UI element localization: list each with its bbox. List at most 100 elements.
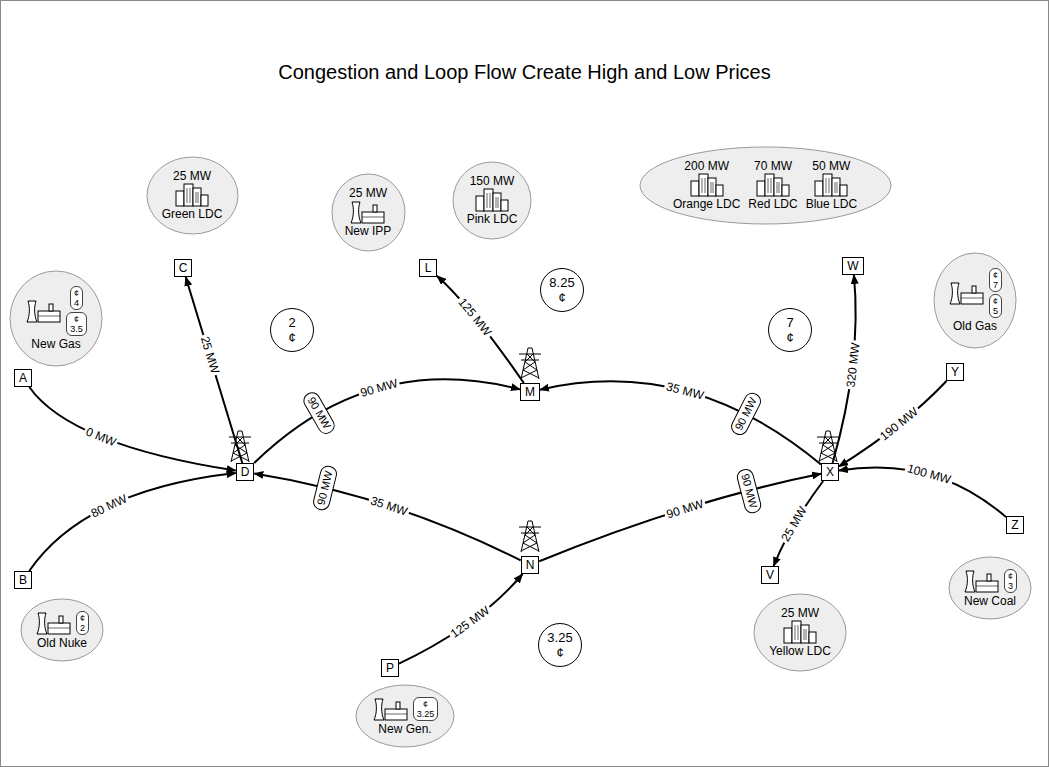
load-mw: 200 MW (684, 159, 729, 173)
window-lines (826, 178, 837, 193)
bus-letter: N (521, 556, 540, 574)
ldc-name: Orange LDC (673, 197, 740, 211)
group-ellipse: ¢ 3.25New Gen. (355, 684, 455, 748)
load-mw: 25 MW (781, 606, 819, 620)
price-circle: 8.25 ¢ (540, 268, 584, 312)
building (193, 188, 201, 206)
node-content: N (526, 558, 535, 572)
bus-letter-text: A (19, 371, 27, 385)
coin-stack: ¢ 7¢ 5 (989, 267, 1002, 319)
node-content: W (847, 259, 858, 273)
diagram-title: Congestion and Loop Flow Create High and… (0, 60, 1049, 84)
node-content: X (826, 465, 834, 479)
flow-label: 0 MW (82, 424, 120, 450)
plant-row: ¢ 3 (963, 568, 1017, 594)
group-ellipse: 25 MW Yellow LDC (753, 593, 847, 672)
city-icon (812, 173, 850, 197)
flow-label: 35 MW (663, 379, 707, 403)
plant-name: Old Nuke (37, 636, 87, 650)
window-lines (702, 178, 713, 193)
plant-icon (963, 569, 1001, 593)
ldc-name: Yellow LDC (769, 644, 831, 658)
plant-icon (25, 299, 63, 323)
building (823, 174, 832, 196)
building (757, 181, 765, 196)
bus-letter-text: B (19, 573, 27, 587)
cooling-tower (374, 699, 384, 720)
coin-stack: ¢ 4 ¢ 3.5 (66, 285, 87, 337)
node-content: 150 MWPink LDC (467, 174, 518, 226)
transmission-line (437, 276, 524, 383)
plant-name: Old Gas (953, 319, 997, 333)
building (801, 625, 809, 643)
group-ellipse: ¢ 7¢ 5Old Gas (933, 252, 1017, 349)
bus-letter: X (821, 463, 839, 481)
node-content: Y (951, 365, 959, 379)
flowgate-limit: 90 MW (311, 464, 338, 512)
transmission-line (539, 474, 821, 561)
plant-icon (372, 697, 410, 721)
plant-detail (385, 714, 407, 715)
flow-label: 35 MW (367, 493, 411, 519)
plant-icon (948, 281, 986, 305)
ellipse-shape (453, 162, 531, 239)
price-coin: ¢ 7 (989, 268, 1002, 292)
price-value: 8.25 ¢ (549, 275, 574, 305)
plant-hall (48, 623, 70, 634)
bus-letter: V (761, 566, 779, 584)
building (691, 181, 699, 196)
bus-letter: B (14, 571, 32, 589)
ellipse-shape (332, 174, 405, 251)
flow-label: 25 MW (778, 503, 811, 546)
group-ellipse: 25 MWGreen LDC (146, 156, 239, 235)
plant-name: New Coal (964, 594, 1016, 608)
group-ellipse: 25 MWNew IPP (331, 173, 406, 252)
node-content: 25 MWGreen LDC (162, 169, 223, 221)
building (815, 181, 823, 196)
cooling-tower (965, 571, 975, 592)
coin-stack: ¢ 3.25 (413, 696, 439, 722)
price-circle: 2 ¢ (270, 308, 314, 352)
price-coin: ¢ 4 (70, 286, 83, 310)
flowgate-limit: 90 MW (728, 391, 763, 439)
plant-icon (349, 200, 387, 224)
price-coin: ¢ 3 (1004, 569, 1017, 593)
price-coin: ¢ 2 (76, 611, 89, 635)
plant-hall (976, 581, 998, 592)
price-circle: 7 ¢ (768, 308, 812, 352)
ellipse-shape (934, 253, 1016, 348)
transmission-line (29, 473, 236, 571)
price-value: 7 ¢ (786, 315, 793, 345)
transmission-tower (519, 348, 541, 379)
bus-letter: D (236, 463, 255, 481)
price-value: 2 ¢ (288, 315, 295, 345)
node-content: ¢ 4¢ 3.5New Gas (25, 285, 87, 351)
flow-label: 125 MW (447, 602, 495, 642)
node-content: 25 MWNew IPP (345, 186, 392, 238)
building (784, 628, 792, 643)
building (476, 196, 484, 211)
ldc-name: Red LDC (748, 197, 797, 211)
plant-hall (961, 293, 983, 304)
ellipse-shape (640, 147, 891, 224)
node-content: 8.25 ¢ (549, 275, 574, 305)
coin-stack: ¢ 3 (1004, 568, 1017, 594)
transmission-line (254, 474, 520, 561)
group-ellipse: 200 MWOrange LDC70 MWRed LDC50 MWBlue LD… (639, 146, 892, 225)
ellipse-shape (147, 157, 238, 234)
ldc-name: New IPP (345, 224, 392, 238)
node-content: 25 MW Yellow LDC (769, 606, 831, 658)
window-lines (487, 193, 498, 208)
building (782, 185, 789, 196)
transmission-line (774, 481, 824, 566)
ellipse-shape (949, 557, 1031, 619)
node-content: D (241, 465, 250, 479)
price-circle: 3.25 ¢ (538, 623, 582, 667)
load-mw: 50 MW (812, 159, 850, 173)
load-mw: 70 MW (754, 159, 792, 173)
building (176, 191, 184, 206)
node-content: P (386, 661, 394, 675)
city-icon (781, 620, 819, 644)
price-coin: ¢ 3.5 (66, 312, 87, 336)
